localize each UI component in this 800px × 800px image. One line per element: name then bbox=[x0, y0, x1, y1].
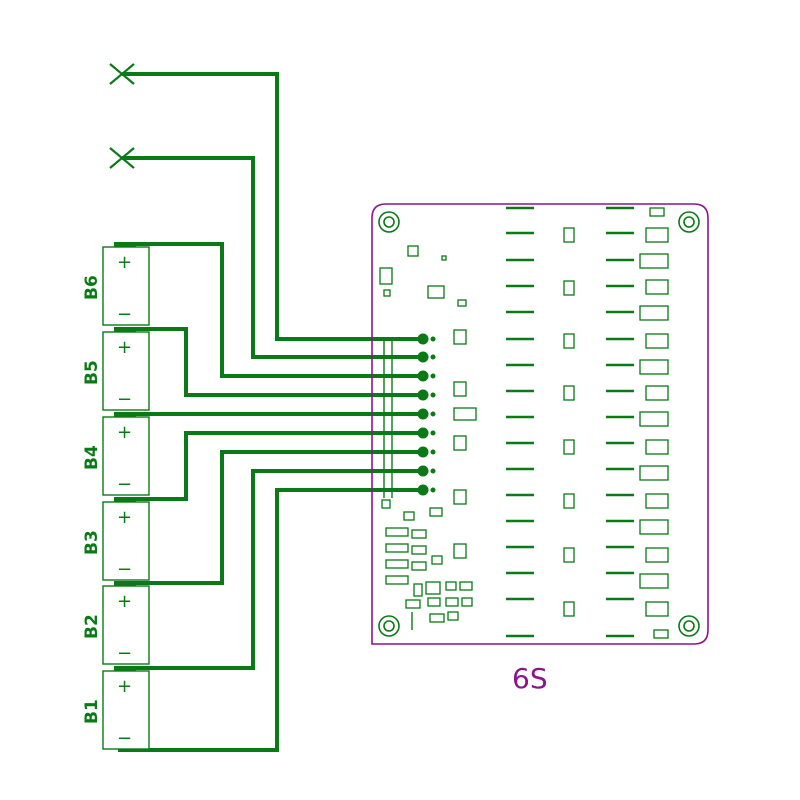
cell-label: B3 bbox=[82, 530, 102, 555]
cell-label: B4 bbox=[82, 445, 102, 470]
mounting-holes bbox=[378, 211, 700, 637]
balance-connector-pins bbox=[383, 333, 436, 498]
wire-b3-positive bbox=[118, 431, 423, 501]
cell-b3: + − B3 bbox=[82, 497, 150, 581]
negative-terminal-symbol: − bbox=[117, 559, 132, 580]
mounting-hole-icon bbox=[378, 211, 400, 233]
wire-b2-positive bbox=[118, 450, 423, 585]
balancing-components bbox=[506, 206, 669, 639]
negative-terminal-symbol: − bbox=[117, 389, 132, 410]
cell-b2: + − B2 bbox=[82, 581, 150, 665]
wire-b6-positive bbox=[118, 242, 423, 378]
mounting-hole-icon bbox=[378, 615, 400, 637]
mounting-hole-icon bbox=[678, 211, 700, 233]
positive-terminal-symbol: + bbox=[117, 676, 132, 697]
battery-cells: + − B6 + − B5 + − B4 + − B3 + bbox=[82, 242, 150, 750]
control-components bbox=[379, 245, 477, 630]
negative-terminal-symbol: − bbox=[117, 304, 132, 325]
positive-terminal-symbol: + bbox=[117, 337, 132, 358]
positive-terminal-symbol: + bbox=[117, 507, 132, 528]
negative-terminal-symbol: − bbox=[117, 728, 132, 749]
negative-terminal-symbol: − bbox=[117, 643, 132, 664]
cell-b5: + − B5 bbox=[82, 327, 150, 411]
cell-b1: + − B1 bbox=[82, 666, 150, 750]
unconnected-lead-2 bbox=[109, 147, 423, 359]
bms-board: 6S bbox=[371, 203, 709, 695]
positive-terminal-symbol: + bbox=[117, 252, 132, 273]
cell-label: B1 bbox=[82, 699, 102, 724]
cell-b4: + − B4 bbox=[82, 412, 150, 496]
wire-b5-positive bbox=[118, 327, 423, 397]
balance-wires bbox=[118, 242, 423, 752]
positive-terminal-symbol: + bbox=[117, 422, 132, 443]
positive-terminal-symbol: + bbox=[117, 591, 132, 612]
wire-b1-negative bbox=[118, 488, 423, 752]
cell-label: B2 bbox=[82, 614, 102, 639]
cell-label: B6 bbox=[82, 275, 102, 300]
unconnected-lead-1 bbox=[109, 63, 423, 341]
board-outline bbox=[371, 203, 709, 645]
cell-label: B5 bbox=[82, 360, 102, 385]
cell-b6: + − B6 bbox=[82, 242, 150, 326]
wire-b1-positive bbox=[118, 469, 423, 670]
board-title: 6S bbox=[512, 662, 548, 695]
negative-terminal-symbol: − bbox=[117, 474, 132, 495]
mounting-hole-icon bbox=[678, 615, 700, 637]
